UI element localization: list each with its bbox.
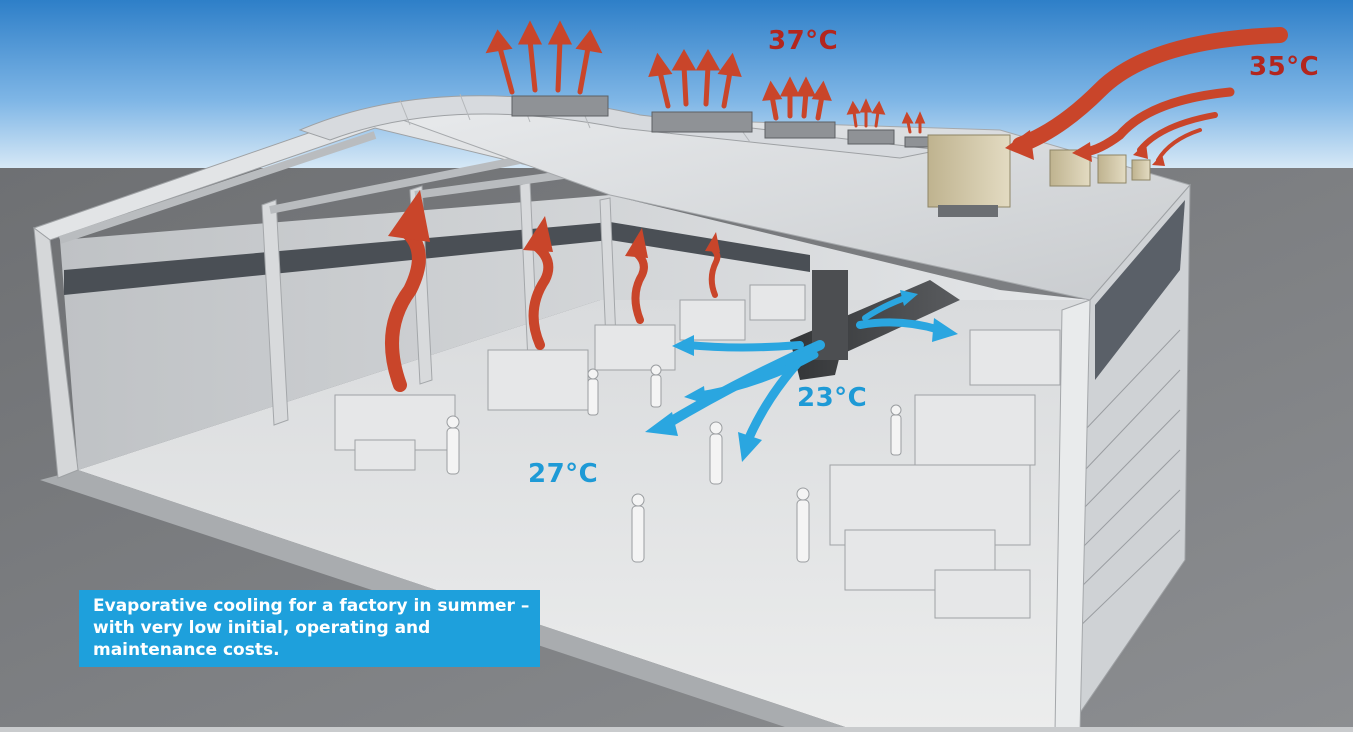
evaporative-cooler-unit	[1097, 154, 1127, 184]
evaporative-cooler-unit	[1131, 159, 1151, 181]
cool-air-arrow	[862, 295, 908, 321]
left-wall-post	[33, 226, 79, 479]
roof-vent	[764, 121, 836, 139]
roof-exhaust-arrows	[485, 20, 926, 134]
evaporative-cooler-unit	[927, 134, 1011, 208]
hot-air-arrow	[648, 48, 742, 109]
back-windows	[64, 222, 810, 295]
roof-temperature-label: 37°C	[768, 26, 839, 56]
front-edge-post	[1054, 299, 1091, 732]
worker-figure	[587, 368, 599, 416]
machine	[749, 284, 806, 321]
factory-floor	[78, 300, 1090, 732]
cool-air-arrow	[856, 318, 944, 334]
floor-temperature-label: 27°C	[528, 459, 599, 489]
roof-vent	[511, 95, 609, 117]
machines	[334, 284, 1061, 619]
workers	[446, 364, 902, 563]
roof-vent	[847, 129, 895, 145]
hot-air-arrow	[631, 248, 648, 324]
bottom-divider	[0, 727, 1353, 732]
incoming-air-arrows	[1005, 27, 1288, 166]
worker-figure	[709, 421, 723, 485]
cool-air-arrows	[645, 290, 958, 462]
hot-air-arrow	[846, 98, 926, 134]
worker-figure	[650, 364, 662, 408]
worker-figure	[796, 487, 810, 563]
right-wall-windows	[1095, 200, 1185, 380]
hot-air-arrow	[1080, 87, 1235, 157]
cool-air-arrow	[696, 351, 819, 399]
hot-air-arrow	[762, 76, 832, 121]
hot-air-arrow	[528, 240, 554, 350]
internal-hot-air-arrows	[385, 190, 721, 392]
hot-air-arrow	[485, 20, 603, 95]
machine	[354, 439, 416, 471]
machine	[487, 349, 589, 411]
caption-text: Evaporative cooling for a factory in sum…	[93, 596, 530, 660]
machine	[934, 569, 1031, 619]
machine	[914, 394, 1036, 466]
machine	[969, 329, 1061, 386]
roof-vent	[651, 111, 753, 133]
hot-air-arrow	[1012, 27, 1288, 153]
worker-figure	[890, 404, 902, 456]
right-wall-louvres	[1075, 329, 1181, 631]
evaporative-coolers	[927, 134, 1151, 217]
outside-temperature-label: 35°C	[1249, 52, 1320, 82]
duct-temperature-label: 23°C	[797, 383, 868, 413]
caption-box: Evaporative cooling for a factory in sum…	[79, 590, 540, 667]
hot-air-arrow	[385, 223, 426, 392]
machine	[679, 299, 746, 341]
worker-figure	[631, 493, 645, 563]
cool-air-arrow	[684, 341, 804, 352]
worker-figure	[446, 415, 460, 475]
machine	[594, 324, 676, 371]
roof-vents	[511, 95, 936, 148]
